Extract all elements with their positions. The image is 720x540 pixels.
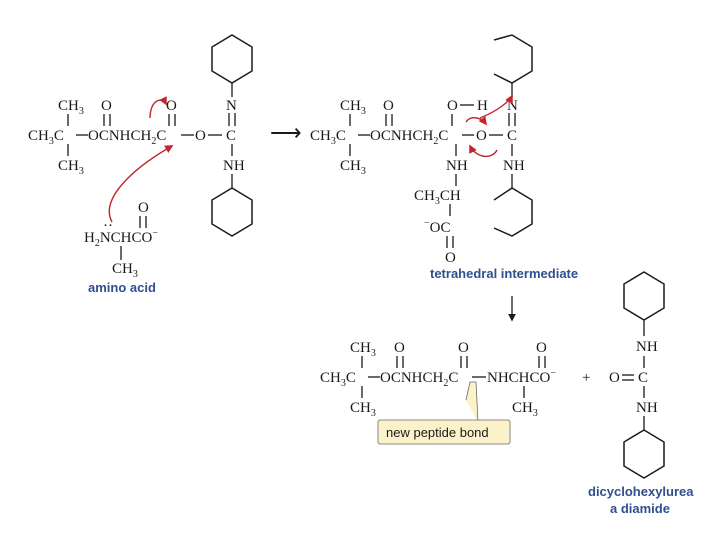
cyclohexyl-ring-icon [493,187,533,237]
reactant-activated-ester: N CH3 O O CH3C OCNHCH2C O C CH3 NH [28,34,253,237]
alpha-carbon: CH3CH [414,188,461,207]
diamide-label: a diamide [610,501,670,516]
urea-nh-bottom: NH [636,400,658,416]
urea-nh-top: NH [636,339,658,355]
amino-acid-formula: H2NCHCO− [84,228,158,249]
amino-acid-carbonyl-o: O [138,200,149,216]
curved-arrow-icon [149,96,167,119]
dicyclohexylurea: NH O C NH dicyclohexylurea a diamide [588,271,694,516]
cyclohexyl-ring-icon [493,34,533,84]
methyl-bottom: CH3 [58,158,84,177]
carboxylate: −OC [424,218,450,236]
imine-n: N [507,98,518,114]
curved-arrow-icon [479,94,513,119]
amino-acid-label: amino acid [88,280,156,295]
amine-nh: NH [503,158,525,174]
new-bond-label: new peptide bond [386,425,489,440]
main-chain-a: CH3C [320,370,356,389]
imidate-c: C [507,128,517,144]
main-chain-b: OCNHCH2C [370,128,448,147]
carboxylate-o: O [445,250,456,266]
methyl-top: CH3 [58,98,84,117]
tetrahedral-label: tetrahedral intermediate [430,266,578,281]
tetrahedral-intermediate: N CH3 O O H CH3C OCNHCH2C O C CH3 NH CH3… [310,34,578,281]
alanine-methyl: CH3 [512,400,538,419]
main-chain-c: NHCHCO− [487,368,556,386]
reaction-arrow: ⟶ [270,120,302,145]
main-chain-b: OCNHCH2C [380,370,458,389]
methyl-bottom: CH3 [350,400,376,419]
callout-pointer [465,381,479,423]
carbonyl-o-1: O [394,340,405,356]
cyclohexyl-ring-icon [211,34,253,84]
amino-acid-structure: O ·· H2NCHCO− CH3 amino acid [84,200,158,295]
urea-o: O [609,370,620,386]
ester-o: O [476,128,487,144]
imine-n: N [226,98,237,114]
amino-acid-methyl: CH3 [112,261,138,280]
lone-pair-dots: ·· [103,218,113,234]
cyclohexyl-ring-icon [623,271,665,321]
methyl-top: CH3 [350,340,376,359]
amide-nh: NH [446,158,468,174]
methyl-top: CH3 [340,98,366,117]
curved-arrow-icon [108,145,174,223]
curved-arrow-icon [465,116,488,126]
dcu-label: dicyclohexylurea [588,484,694,499]
curved-arrow-icon [469,144,498,157]
carbonyl-o-3: O [536,340,547,356]
plus-sign: + [582,370,590,386]
carbonyl-o-1: O [101,98,112,114]
new-bond-callout [377,419,511,445]
carbonyl-o-2: O [166,98,177,114]
imidate-c: C [226,128,236,144]
cyclohexyl-ring-icon [211,187,253,237]
dipeptide-product: CH3 O O O CH3C OCNHCH2C NHCHCO− CH3 CH3 … [320,340,556,445]
main-chain-a: CH3C [28,128,64,147]
carbonyl-o-2: O [458,340,469,356]
main-chain-b: OCNHCH2C [88,128,166,147]
hydroxyl-o: O [447,98,458,114]
amine-nh: NH [223,158,245,174]
urea-c: C [638,370,648,386]
methyl-bottom: CH3 [340,158,366,177]
carbonyl-o: O [383,98,394,114]
main-chain-a: CH3C [310,128,346,147]
hydroxyl-h: H [477,98,488,114]
cyclohexyl-ring-icon [623,429,665,479]
ester-o: O [195,128,206,144]
